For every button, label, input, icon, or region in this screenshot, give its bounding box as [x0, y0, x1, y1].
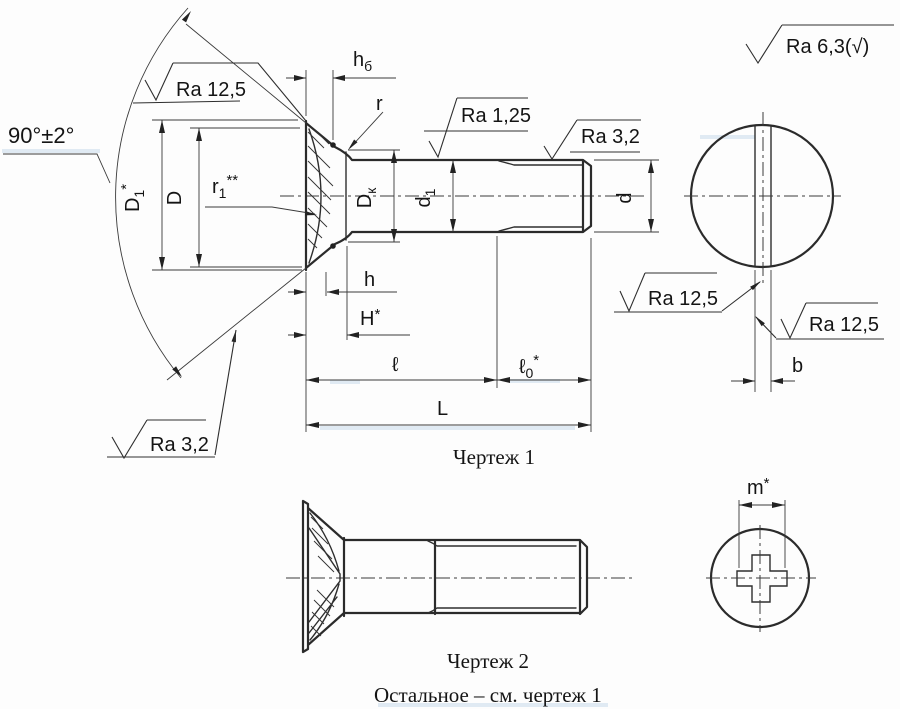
- drawing1-end-view: b Ra 12,5 Ra 12,5 Ra 6,3(√): [614, 24, 894, 392]
- recess-hatching: [310, 516, 335, 637]
- dim-label-h: h: [364, 269, 375, 291]
- m-arrowheads: [739, 502, 785, 508]
- r1-leader: [205, 206, 316, 215]
- roughness-label-head-face: Ra 12,5: [176, 79, 246, 101]
- dim-label-hb: hб: [353, 49, 372, 74]
- dimension-lines: [161, 77, 652, 426]
- dim-label-r: r: [376, 93, 383, 115]
- roughness-label-thread: Ra 3,2: [581, 126, 640, 148]
- dim-label-D: D: [164, 191, 186, 205]
- drawing1-side-view: 90°±2° Ra 12,5 Ra 1,25 Ra 3,2 Ra 3,2 D1*…: [3, 7, 659, 469]
- roughness-symbol-slot-right: [755, 302, 884, 340]
- b-arrowheads: [743, 378, 783, 384]
- thread-minor-lines-2: [427, 540, 577, 614]
- dim-label-D1: D1*: [118, 184, 147, 212]
- angle-leader: [3, 153, 111, 184]
- cross-recess-section: [308, 512, 341, 641]
- end-view-centerlines-2: [706, 525, 816, 632]
- m-extension-lines: [738, 500, 786, 568]
- drawing2-caption: Чертеж 2: [447, 649, 529, 673]
- slot-extension-lines: [754, 270, 772, 392]
- scan-artifact-streaks: [2, 135, 755, 707]
- slot-bottom-curve: [308, 128, 322, 264]
- roughness-symbol-thread: [543, 119, 641, 161]
- roughness-label-slot-right: Ra 12,5: [809, 314, 879, 336]
- extension-lines: [152, 70, 659, 432]
- dim-label-b: b: [792, 355, 803, 377]
- drawing2-note: Остальное – см. чертеж 1: [374, 683, 602, 707]
- roughness-symbol-slot-left: [614, 272, 761, 313]
- drawing2-end-view: m*: [706, 475, 816, 632]
- roughness-symbol-general: [745, 24, 894, 65]
- dim-label-l: ℓ: [392, 354, 399, 376]
- drawing2-side-view: Чертеж 2 Остальное – см. чертеж 1: [286, 499, 632, 707]
- dim-label-d: d: [614, 192, 636, 203]
- roughness-symbol-shank: [424, 97, 528, 159]
- roughness-symbol-cone: [107, 329, 237, 460]
- screw-outline: [304, 119, 593, 272]
- roughness-label-shank: Ra 1,25: [461, 105, 531, 127]
- thread-minor-lines: [498, 160, 584, 232]
- dim-label-L: L: [437, 398, 448, 420]
- dim-label-d1: d1: [413, 188, 438, 207]
- tangent-dot-top: [330, 142, 336, 148]
- drawing1-caption: Чертеж 1: [453, 445, 535, 469]
- roughness-label-general: Ra 6,3(√): [786, 36, 869, 58]
- angle-label: 90°±2°: [8, 123, 74, 148]
- dim-label-r1: r1**: [212, 172, 238, 201]
- slot-left-arrowhead: [750, 281, 761, 291]
- roughness-symbol-head-face: [132, 62, 307, 122]
- slot-right-arrowhead: [755, 316, 765, 327]
- cone-extension-lines: [166, 23, 307, 381]
- dim-label-l0: ℓ0*: [519, 352, 539, 381]
- roughness-label-cone: Ra 3,2: [150, 434, 209, 456]
- dim-label-H: H*: [360, 306, 380, 330]
- roughness-label-slot-left: Ra 12,5: [648, 288, 718, 310]
- screw-outline-2: [301, 499, 589, 654]
- cross-recess-outline: [736, 554, 788, 603]
- dim-label-Dk: Dк: [354, 187, 379, 208]
- angle-arc: [115, 7, 189, 379]
- tangent-dot-bottom: [330, 243, 336, 249]
- end-view-centerlines: [684, 112, 841, 284]
- slot-hatching: [307, 129, 334, 249]
- dim-label-m: m*: [747, 475, 770, 499]
